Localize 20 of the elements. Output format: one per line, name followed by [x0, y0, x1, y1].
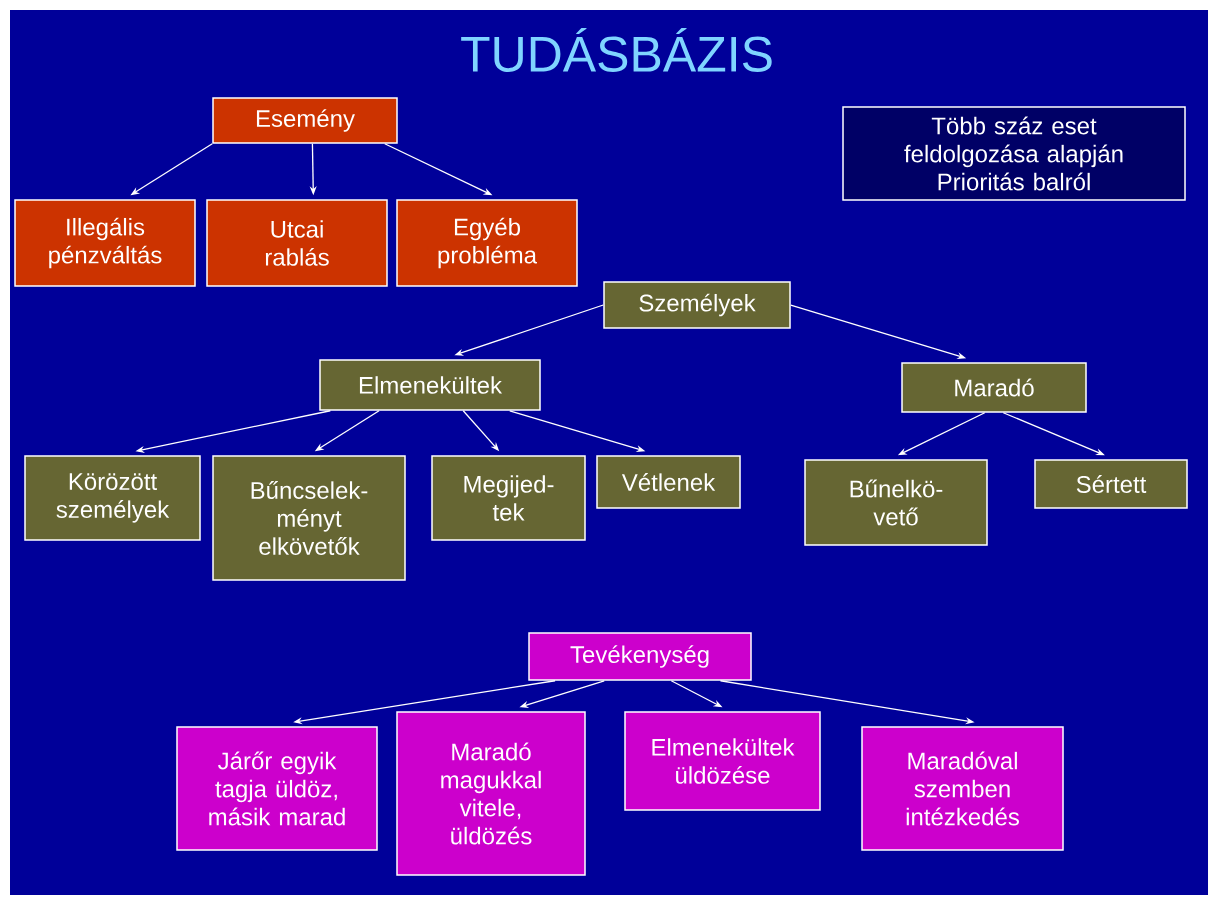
event-box: Utcai rablás	[206, 199, 388, 287]
person-box: Bűncselek- ményt elkövetők	[212, 455, 406, 581]
activity-box: Elmenekültek üldözése	[624, 711, 821, 811]
person-box: Maradó	[901, 362, 1087, 413]
note-box: Több száz eset feldolgozása alapján Prioritás balról	[842, 106, 1186, 201]
activity-box: Járőr egyik tagja üldöz, másik marad	[176, 726, 378, 851]
title: TUDÁSBÁZIS	[461, 28, 772, 72]
person-box: Sértett	[1034, 459, 1188, 509]
activity-box: Maradóval szemben intézkedés	[861, 726, 1064, 851]
person-box: Vétlenek	[596, 455, 741, 509]
person-box: Személyek	[603, 281, 791, 329]
person-box: Körözött személyek	[24, 455, 201, 541]
person-box: Megijed- tek	[431, 455, 586, 541]
activity-box: Maradó magukkal vitele, üldözés	[396, 711, 586, 876]
person-box: Bűnelkö- vető	[804, 459, 988, 546]
event-box: Egyéb probléma	[396, 199, 578, 287]
event-box: Illegális pénzváltás	[14, 199, 196, 287]
event-box: Esemény	[212, 97, 398, 144]
activity-box: Tevékenység	[528, 632, 752, 681]
person-box: Elmenekültek	[319, 359, 541, 411]
